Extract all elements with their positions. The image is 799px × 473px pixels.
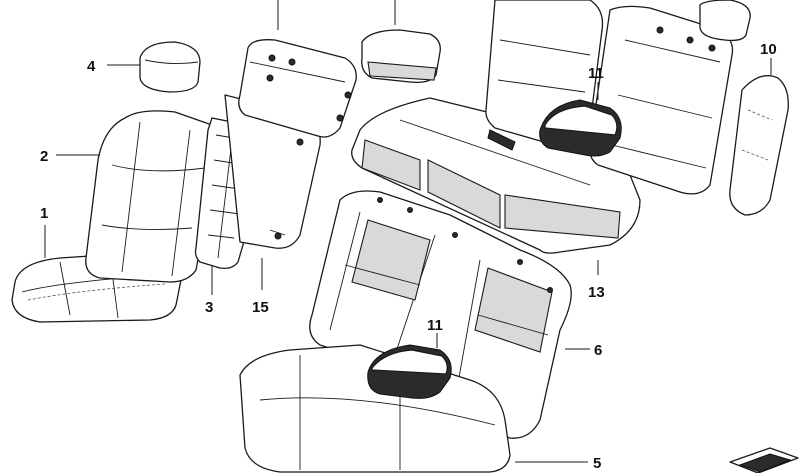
callout-13: 13 xyxy=(588,284,605,301)
packaging-box-icon xyxy=(729,447,799,473)
callout-11-upper: 11 xyxy=(588,65,604,82)
armrest-upper xyxy=(539,99,622,157)
callout-15: 15 xyxy=(252,299,269,316)
callout-11-lower: 11 xyxy=(427,317,443,334)
front-headrest xyxy=(139,41,201,93)
rear-backrest-lower xyxy=(309,190,572,439)
backrest-cover-shell xyxy=(238,39,357,138)
callout-3: 3 xyxy=(205,299,213,316)
rear-headrest xyxy=(699,0,751,42)
armrest-lower xyxy=(367,344,452,399)
callout-2: 2 xyxy=(40,148,48,165)
callout-10: 10 xyxy=(760,41,777,58)
side-bolster xyxy=(729,75,789,216)
callout-6: 6 xyxy=(594,342,602,359)
callout-1: 1 xyxy=(40,205,48,222)
callout-5: 5 xyxy=(593,455,601,472)
center-armrest-top xyxy=(361,29,441,83)
front-backrest-padding xyxy=(85,110,220,283)
callout-4: 4 xyxy=(87,58,96,75)
leader-lines xyxy=(44,0,772,463)
